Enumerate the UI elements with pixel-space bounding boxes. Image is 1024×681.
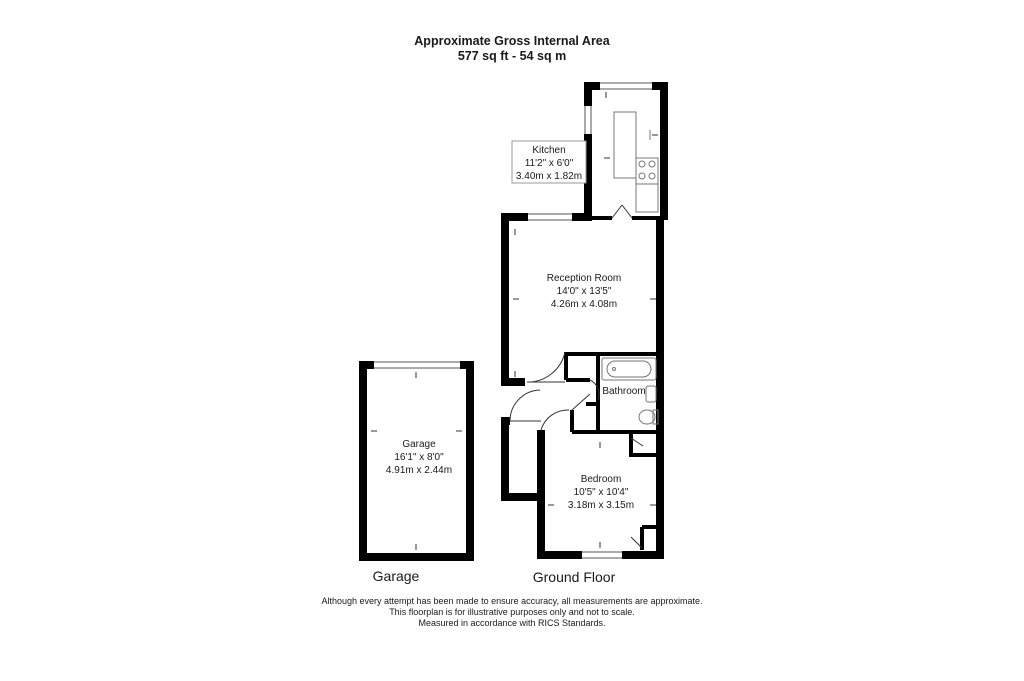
internal-walls bbox=[564, 216, 662, 550]
door-swings bbox=[509, 204, 644, 549]
reception-imperial: 14'0" x 13'5" bbox=[557, 286, 612, 297]
bedroom-metric: 3.18m x 3.15m bbox=[568, 500, 634, 511]
disclaimer-line-2: This floorplan is for illustrative purpo… bbox=[389, 607, 635, 617]
ground-floor-label: Ground Floor bbox=[533, 569, 616, 585]
garage-name: Garage bbox=[402, 439, 436, 450]
disclaimer-line-3: Measured in accordance with RICS Standar… bbox=[418, 618, 606, 628]
kitchen-metric: 3.40m x 1.82m bbox=[516, 171, 582, 182]
area-value: 577 sq ft - 54 sq m bbox=[457, 49, 567, 63]
bathroom-fixtures bbox=[601, 357, 659, 425]
bedroom-imperial: 10'5" x 10'4" bbox=[574, 487, 629, 498]
measurement-ticks bbox=[513, 92, 658, 548]
reception-name: Reception Room bbox=[547, 273, 621, 284]
garage-floor-label: Garage bbox=[373, 568, 420, 584]
kitchen-label-box bbox=[511, 140, 587, 184]
disclaimer-line-1: Although every attempt has been made to … bbox=[321, 596, 703, 606]
garage-imperial: 16'1" x 8'0" bbox=[394, 452, 444, 463]
area-title: Approximate Gross Internal Area bbox=[414, 34, 610, 48]
garage-metric: 4.91m x 2.44m bbox=[386, 465, 452, 476]
kitchen-name: Kitchen bbox=[532, 145, 565, 156]
kitchen-imperial: 11'2" x 6'0" bbox=[525, 158, 574, 169]
garage-plan: Garage 16'1" x 8'0" 4.91m x 2.44m bbox=[359, 361, 474, 561]
bathroom-name: Bathroom bbox=[602, 386, 645, 397]
bedroom-name: Bedroom bbox=[581, 474, 622, 485]
reception-metric: 4.26m x 4.08m bbox=[551, 299, 617, 310]
kitchen-fixtures bbox=[613, 111, 659, 213]
